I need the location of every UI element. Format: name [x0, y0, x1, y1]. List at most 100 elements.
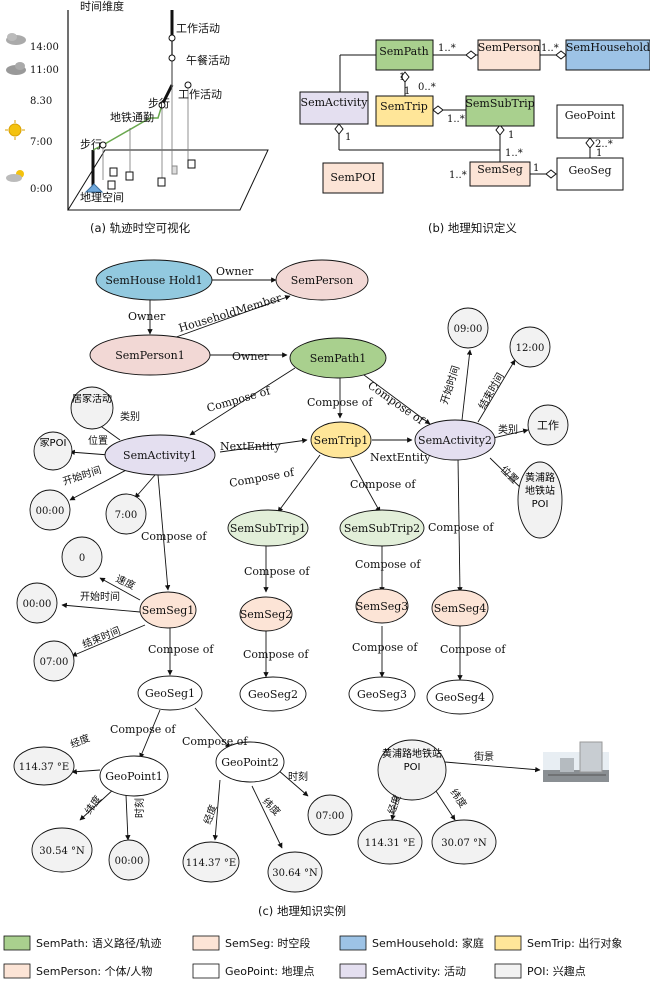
- mult-label: 1..*: [438, 43, 456, 54]
- street-view-image: [543, 741, 609, 782]
- node-lat2: 30.64 °N: [272, 868, 318, 879]
- edge-compose-of: Compose of: [440, 643, 506, 656]
- edge-category: 类别: [120, 410, 140, 423]
- edge-end-time: 结束时间: [80, 624, 122, 651]
- caption-b: (b) 地理知识定义: [428, 221, 517, 235]
- time-label-1400: 14:00: [30, 42, 59, 53]
- caption-c: (c) 地理知识实例: [258, 904, 346, 918]
- mult-label: 1..*: [505, 148, 523, 159]
- cloud-icon: [6, 62, 26, 75]
- edge-street-view: 街景: [474, 750, 494, 763]
- legend-swatch-semtrip: [494, 935, 522, 951]
- edge-compose-of: Compose of: [355, 558, 421, 571]
- aggregation-diamond: [495, 124, 505, 136]
- edge-compose-of: Compose of: [307, 396, 373, 409]
- edge-latitude: 纬度: [448, 786, 470, 810]
- node-geoseg1: GeoSeg1: [145, 687, 195, 700]
- node-speed-0: 0: [79, 553, 85, 564]
- box-sempath: SemPath: [379, 45, 428, 58]
- legend-label-geopoint: GeoPoint: 地理点: [225, 965, 315, 978]
- edge-owner: Owner: [216, 265, 254, 278]
- mult-label: 1: [533, 163, 539, 174]
- edge-latitude: 纬度: [82, 793, 104, 817]
- node-geopoint1: GeoPoint1: [105, 770, 163, 783]
- node-household1: SemHouse Hold1: [105, 274, 202, 287]
- node-geopoint2: GeoPoint2: [221, 756, 279, 769]
- node-geoseg2: GeoSeg2: [248, 688, 298, 701]
- node-semperson1: SemPerson1: [115, 349, 185, 362]
- node-semperson: SemPerson: [291, 274, 354, 287]
- node-semactivity2: SemActivity2: [418, 434, 492, 447]
- edge-category: 类别: [498, 423, 518, 436]
- mult-label: 1..*: [447, 114, 465, 125]
- edge-compose-of: Compose of: [148, 643, 214, 656]
- edge-compose-of: Compose of: [205, 384, 272, 415]
- mult-label: 1: [404, 86, 410, 97]
- edge-start-time: 开始时间: [80, 590, 120, 603]
- node-hpmetro-poi-2: 黄浦路地铁站POI: [382, 749, 442, 773]
- node-time-0700-b: 07:00: [316, 811, 345, 822]
- edge-owner: Owner: [128, 310, 166, 323]
- legend-swatch-geopoint: [192, 963, 220, 979]
- node-gongzuo: 工作: [537, 419, 559, 432]
- edge-compose-of: Compose of: [228, 466, 296, 490]
- mult-label: 1..*: [541, 43, 559, 54]
- edge-longitude: 经度: [68, 731, 91, 751]
- label-walk2: 步行: [148, 97, 170, 110]
- node-time-0000-a: 00:00: [36, 506, 65, 517]
- edge-compose-of: Compose of: [182, 735, 248, 748]
- node-time-0900: 09:00: [454, 324, 483, 335]
- legend-label-semperson: SemPerson: 个体/人物: [36, 964, 152, 978]
- box-semperson: SemPerson: [478, 41, 541, 54]
- node-hpmetro-poi: 黄浦路地铁站POI: [525, 473, 555, 510]
- edge-latitude: 纬度: [260, 795, 283, 818]
- edge-compose-of: Compose of: [365, 379, 427, 428]
- node-geoseg3: GeoSeg3: [357, 688, 407, 701]
- building-icon: [125, 171, 134, 181]
- node-semseg4: SemSeg4: [434, 602, 487, 615]
- cloud-rain-icon: [6, 33, 26, 45]
- legend-swatch-semhousehold: [339, 935, 367, 951]
- legend-label-semseg: SemSeg: 时空段: [225, 936, 310, 950]
- aggregation-diamond: [465, 50, 477, 60]
- node-semtrip1: SemTrip1: [314, 434, 369, 447]
- mult-label: 1: [596, 148, 602, 159]
- edge-moment: 时刻: [288, 770, 308, 783]
- legend-label-semactivity: SemActivity: 活动: [372, 965, 466, 978]
- edge-compose-of: Compose of: [141, 530, 207, 543]
- legend-swatch-semperson: [3, 963, 31, 979]
- legend-label-sempath: SemPath: 语义路径/轨迹: [36, 936, 162, 950]
- mult-label: 2..*: [595, 139, 613, 150]
- panel-a: 时间维度 14:00 11:00 8.30 7:00 0:00: [5, 0, 269, 235]
- box-semtrip: SemTrip: [380, 100, 428, 113]
- label-walk1: 步行: [80, 138, 102, 151]
- label-work1: 工作活动: [176, 22, 220, 35]
- node-time-0000-b: 00:00: [23, 599, 52, 610]
- partly-cloudy-icon: [6, 170, 24, 182]
- node-jiapoi: 家POI: [39, 438, 67, 449]
- time-axis-label: 时间维度: [80, 0, 124, 13]
- edge-compose-of: Compose of: [428, 521, 494, 534]
- box-sempoi: SemPOI: [330, 171, 375, 184]
- node-semseg1: SemSeg1: [142, 604, 195, 617]
- time-label-0700: 7:00: [30, 137, 52, 148]
- time-label-0000: 0:00: [30, 184, 52, 195]
- edge-compose-of: Compose of: [244, 565, 310, 578]
- legend-swatch-sempath: [3, 935, 31, 951]
- sun-icon: [5, 120, 25, 140]
- legend-swatch-poi: [494, 963, 522, 979]
- legend-swatch-semseg: [192, 935, 220, 951]
- edge-location: 位置: [498, 463, 521, 486]
- mult-label: 1..*: [449, 170, 467, 181]
- box-geopoint: GeoPoint: [565, 109, 616, 122]
- mult-label: 1: [345, 132, 351, 143]
- node-lat1: 30.54 °N: [39, 846, 85, 857]
- building-icon: [171, 165, 178, 175]
- location-icon: [84, 183, 104, 193]
- panel-b: SemPath SemPerson SemHousehold SemActivi…: [299, 39, 650, 235]
- node-semseg3: SemSeg3: [356, 600, 409, 613]
- edge-compose-of: Compose of: [350, 478, 416, 491]
- edge-compose-of: Compose of: [110, 723, 176, 736]
- building-icon: [157, 177, 166, 187]
